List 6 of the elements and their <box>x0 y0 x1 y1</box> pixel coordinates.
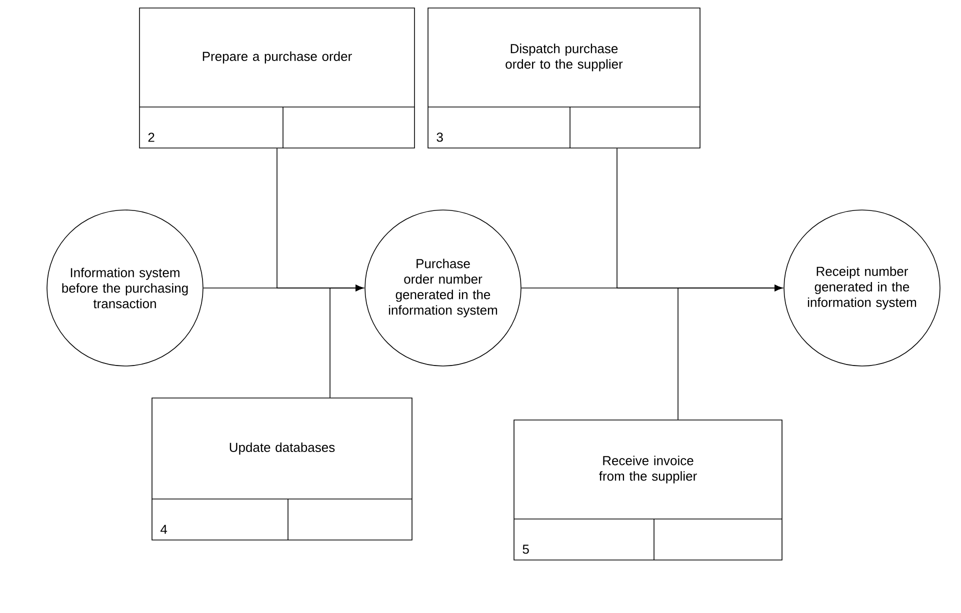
arrow <box>678 284 782 420</box>
process-box: Dispatch purchase order to the supplier 3 <box>428 8 700 148</box>
arrow <box>330 284 364 398</box>
process-box: Prepare a purchase order 2 <box>139 8 415 148</box>
process-box: Update databases 4 <box>152 398 412 540</box>
process-box: Receive invoice from the supplier 5 <box>514 420 782 560</box>
